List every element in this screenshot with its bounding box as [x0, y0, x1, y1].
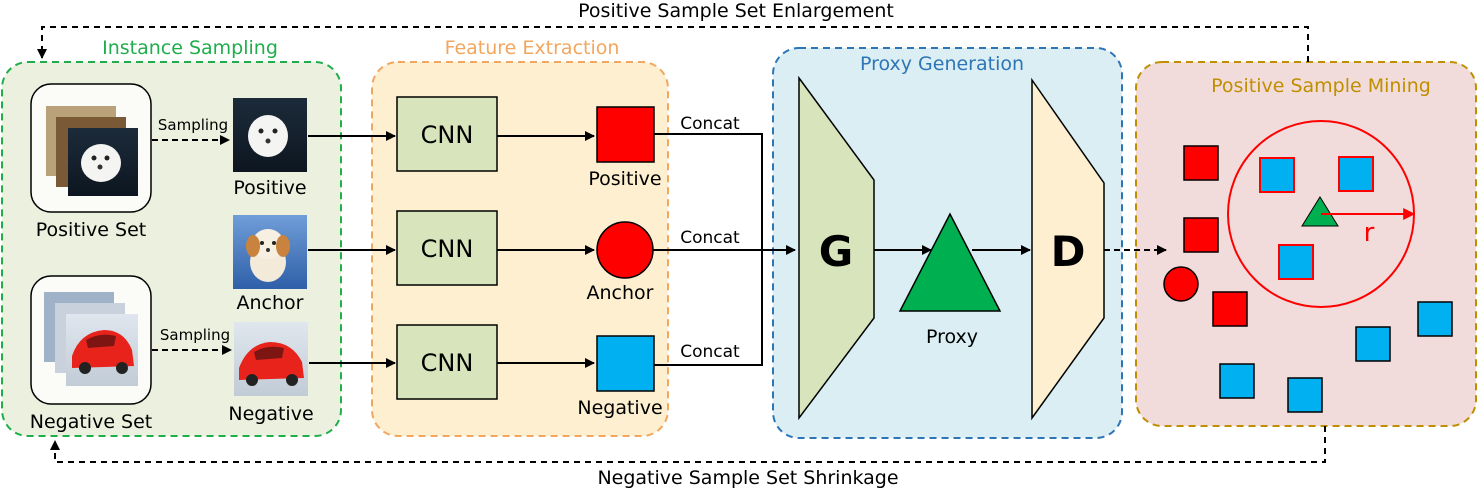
cnn-label-positive: CNN	[421, 121, 474, 149]
concat-label-1: Concat	[680, 114, 740, 134]
negative-sample-image	[234, 322, 308, 396]
decoder-label: D	[1051, 227, 1086, 276]
cnn-label-negative: CNN	[421, 349, 474, 377]
decoder-trapezoid	[1031, 77, 1105, 421]
positive-point-square-3	[1212, 291, 1248, 327]
mining-proxy-triangle	[1301, 196, 1339, 227]
negative-feature-square	[596, 335, 655, 392]
generator-trapezoid	[798, 75, 875, 421]
negative-feature-label: Negative	[577, 397, 662, 419]
mined-positive-square-3	[1278, 244, 1314, 280]
mined-positive-square-2	[1338, 156, 1374, 192]
proxy-label: Proxy	[926, 326, 978, 348]
shrinkage-label: Negative Sample Set Shrinkage	[597, 467, 898, 489]
shrinkage-loop-arrow	[50, 426, 1326, 463]
negative-point-square-4	[1287, 377, 1323, 413]
positive-sample-image	[233, 98, 307, 172]
concat-label-2: Concat	[680, 228, 740, 248]
anchor-point-circle	[1163, 266, 1199, 302]
positive-sample-label: Positive	[233, 177, 306, 199]
positive-sample-mining-title: Positive Sample Mining	[1211, 75, 1431, 97]
negative-point-square-1	[1355, 326, 1391, 362]
concat-line-negative	[654, 250, 763, 366]
proxy-triangle	[898, 212, 1002, 312]
cnn-box-anchor	[396, 210, 498, 286]
cnn-box-positive	[396, 96, 498, 172]
concat-line-positive	[654, 133, 763, 250]
positive-point-square-2	[1183, 217, 1219, 253]
anchor-feature-label: Anchor	[587, 282, 654, 304]
enlargement-label: Positive Sample Set Enlargement	[578, 0, 894, 22]
proxy-generation-title: Proxy Generation	[860, 53, 1024, 75]
instance-sampling-title: Instance Sampling	[102, 37, 278, 59]
negative-sample-label: Negative	[228, 403, 313, 425]
anchor-feature-circle	[596, 221, 654, 279]
sampling-label-top: Sampling	[158, 116, 228, 134]
positive-set-image-stack	[46, 106, 138, 196]
sampling-label-bottom: Sampling	[160, 326, 230, 344]
mined-positive-square-1	[1259, 157, 1295, 193]
anchor-image	[233, 215, 307, 289]
cnn-box-negative	[396, 324, 498, 400]
positive-point-square-1	[1183, 145, 1219, 181]
negative-set-image-stack	[44, 292, 138, 386]
positive-set-label: Positive Set	[36, 219, 146, 241]
radius-label: r	[1364, 218, 1375, 248]
cnn-label-anchor: CNN	[421, 235, 474, 263]
anchor-sample-label: Anchor	[237, 292, 304, 314]
concat-label-3: Concat	[680, 342, 740, 362]
feature-extraction-title: Feature Extraction	[445, 37, 620, 59]
positive-feature-square	[596, 106, 655, 163]
negative-point-square-2	[1417, 301, 1453, 337]
negative-set-label: Negative Set	[30, 411, 153, 433]
negative-point-square-3	[1219, 363, 1255, 399]
positive-feature-label: Positive	[588, 168, 661, 190]
generator-label: G	[819, 227, 853, 276]
